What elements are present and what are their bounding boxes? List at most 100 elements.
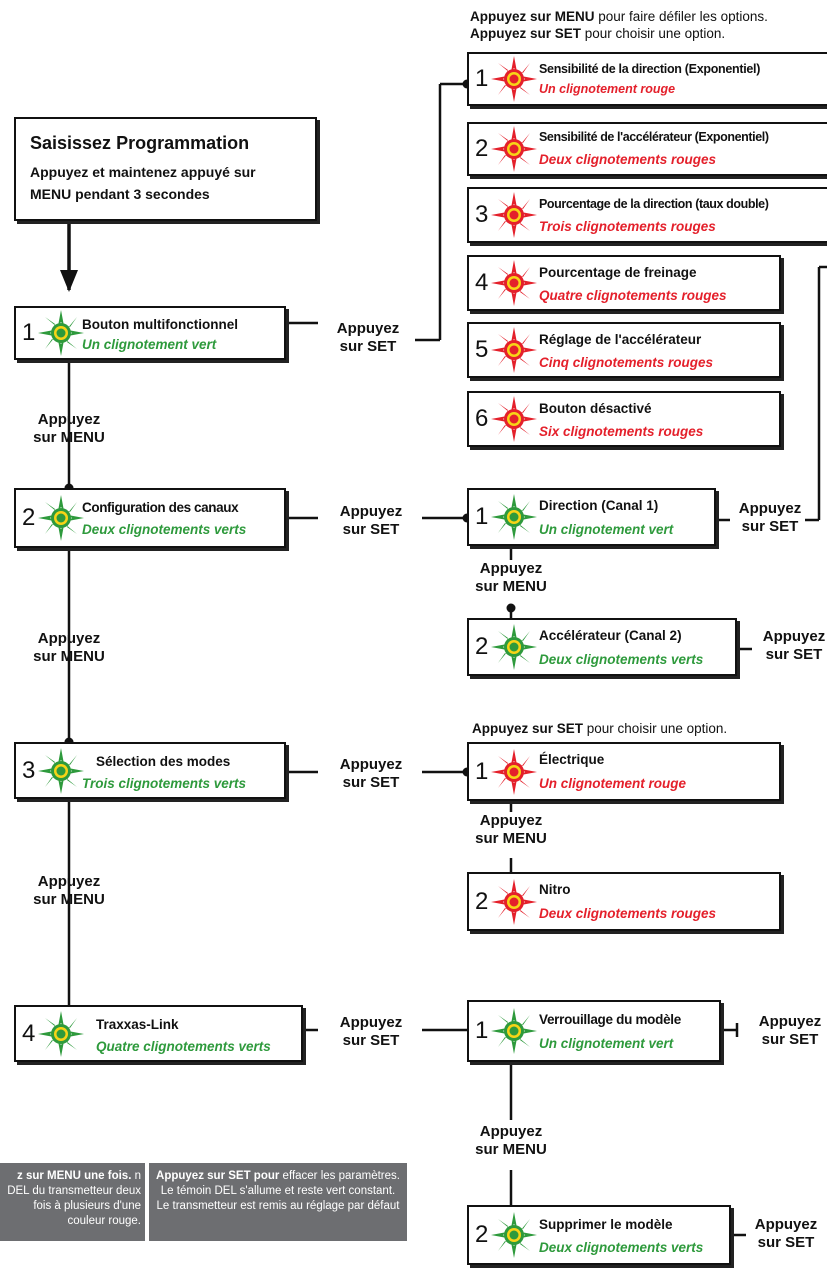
led-icon <box>38 747 84 794</box>
item-number: 2 <box>475 633 489 660</box>
led-icon <box>491 1212 537 1258</box>
multi-option-4: 4 Pourcentage de freinage Quatre clignot… <box>467 255 781 311</box>
start-instruction: Appuyez et maintenez appuyé sur MENU pen… <box>30 164 256 202</box>
item-label: Pourcentage de la direction (taux double… <box>539 197 769 211</box>
led-icon <box>491 1008 537 1054</box>
item-blink: Trois clignotements verts <box>82 776 247 791</box>
main-menu-item-1: 1 Bouton multifonctionnel Un clignotemen… <box>14 306 286 360</box>
led-icon <box>491 56 537 102</box>
item-number: 2 <box>475 135 489 162</box>
led-icon <box>491 494 537 540</box>
item-number: 1 <box>475 757 489 785</box>
item-number: 2 <box>22 504 36 531</box>
link-option-1: 1 Verrouillage du modèle Un clignotement… <box>467 1000 721 1062</box>
item-number: 4 <box>22 1019 36 1047</box>
channel-option-2: 2 Accélérateur (Canal 2) Deux clignoteme… <box>467 618 737 676</box>
multi-option-6: 6 Bouton désactivé Six clignotements rou… <box>467 391 781 447</box>
led-icon <box>38 1010 84 1057</box>
multi-option-2: 2 Sensibilité de l'accélérateur (Exponen… <box>467 122 827 176</box>
item-label: Configuration des canaux <box>82 500 239 515</box>
item-blink: Six clignotements rouges <box>539 424 704 439</box>
multi-note: Appuyez sur MENU pour faire défiler les … <box>470 9 768 41</box>
item-number: 6 <box>475 405 489 432</box>
item-label: Pourcentage de freinage <box>539 265 697 280</box>
item-blink: Un clignotement rouge <box>539 82 676 96</box>
led-icon <box>491 126 537 172</box>
item-label: Sensibilité de la direction (Exponentiel… <box>539 62 761 76</box>
item-label: Accélérateur (Canal 2) <box>539 628 682 643</box>
led-icon <box>491 192 537 238</box>
link-option-2: 2 Supprimer le modèle Deux clignotements… <box>467 1205 731 1265</box>
item-blink: Quatre clignotements rouges <box>539 288 727 303</box>
item-number: 1 <box>475 1017 489 1044</box>
item-blink: Deux clignotements rouges <box>539 906 717 921</box>
led-icon <box>491 878 537 925</box>
item-label: Électrique <box>539 752 605 767</box>
mode-option-1: 1 Électrique Un clignotement rouge <box>467 742 781 801</box>
item-blink: Un clignotement vert <box>82 337 217 352</box>
main-menu-item-3: 3 Sélection des modes Trois clignotement… <box>14 742 286 799</box>
item-blink: Deux clignotements verts <box>539 652 704 667</box>
item-label: Direction (Canal 1) <box>539 498 659 513</box>
item-blink: Un clignotement rouge <box>539 776 687 791</box>
item-label: Bouton désactivé <box>539 401 652 416</box>
led-icon <box>38 310 84 356</box>
info-box-menu: z sur MENU une fois. n DEL du transmette… <box>0 1163 145 1241</box>
mode-note: Appuyez sur SET pour choisir une option. <box>472 721 728 736</box>
led-icon <box>491 624 537 670</box>
multi-option-3: 3 Pourcentage de la direction (taux doub… <box>467 187 827 243</box>
item-label: Sélection des modes <box>96 754 231 769</box>
start-title: Saisissez Programmation <box>30 133 250 153</box>
start-box: Saisissez Programmation Appuyez et maint… <box>14 117 317 221</box>
led-icon <box>491 748 537 795</box>
item-number: 1 <box>475 65 489 92</box>
item-label: Supprimer le modèle <box>539 1217 673 1232</box>
item-number: 1 <box>22 319 36 346</box>
item-number: 4 <box>475 269 489 296</box>
item-label: Verrouillage du modèle <box>539 1012 681 1027</box>
item-blink: Deux clignotements verts <box>539 1240 704 1255</box>
main-menu-item-2: 2 Configuration des canaux Deux clignote… <box>14 488 286 548</box>
multi-option-1: 1 Sensibilité de la direction (Exponenti… <box>467 52 827 106</box>
item-blink: Deux clignotements verts <box>82 522 247 537</box>
item-number: 1 <box>475 503 489 530</box>
item-blink: Un clignotement vert <box>539 522 674 537</box>
channel-option-1: 1 Direction (Canal 1) Un clignotement ve… <box>467 488 716 546</box>
led-icon <box>491 260 537 306</box>
item-number: 3 <box>475 201 489 228</box>
multi-option-5: 5 Réglage de l'accélérateur Cinq clignot… <box>467 322 781 378</box>
item-number: 5 <box>475 336 489 363</box>
item-blink: Cinq clignotements rouges <box>539 355 714 370</box>
item-label: Nitro <box>539 882 571 897</box>
item-label: Réglage de l'accélérateur <box>539 332 702 347</box>
main-menu-item-4: 4 Traxxas-Link Quatre clignotements vert… <box>14 1005 303 1062</box>
mode-option-2: 2 Nitro Deux clignotements rouges <box>467 872 781 931</box>
item-blink: Quatre clignotements verts <box>96 1039 271 1054</box>
item-number: 2 <box>475 887 489 915</box>
led-icon <box>491 396 537 442</box>
item-blink: Deux clignotements rouges <box>539 152 717 167</box>
item-label: Sensibilité de l'accélérateur (Exponenti… <box>539 130 769 144</box>
item-number: 2 <box>475 1221 489 1248</box>
item-label: Bouton multifonctionnel <box>82 317 238 332</box>
item-blink: Trois clignotements rouges <box>539 219 716 234</box>
led-icon <box>491 327 537 373</box>
led-icon <box>38 495 84 541</box>
item-number: 3 <box>22 756 36 784</box>
item-blink: Un clignotement vert <box>539 1036 674 1051</box>
item-label: Traxxas-Link <box>96 1017 179 1032</box>
